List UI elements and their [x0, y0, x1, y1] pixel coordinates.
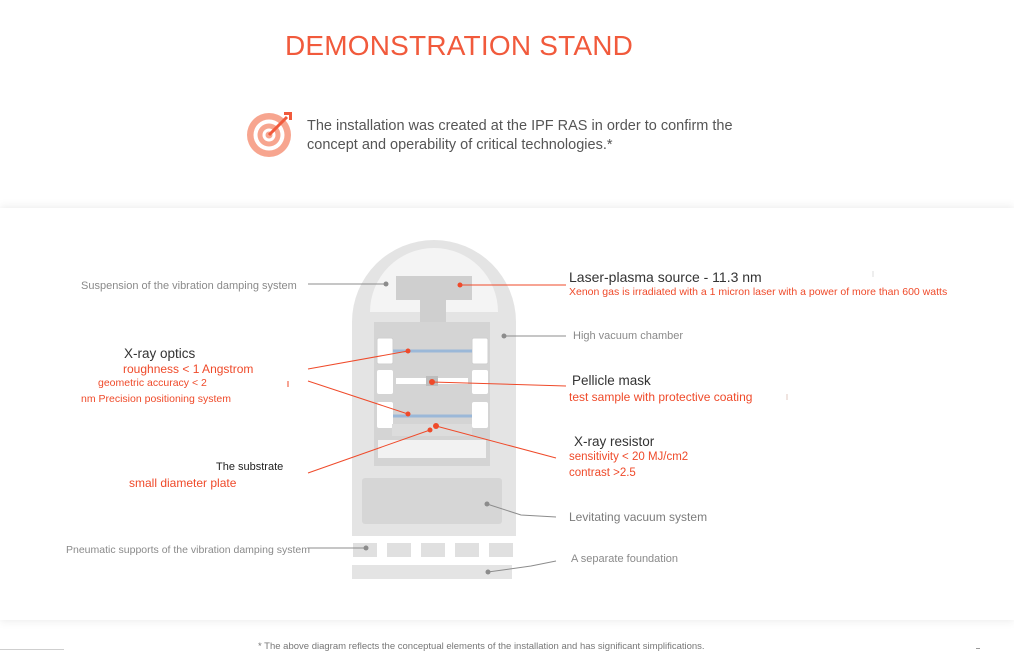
footer-dash — [976, 648, 980, 649]
label-substrate-title: The substrate — [216, 461, 284, 473]
intro-line-1: The installation was created at the IPF … — [307, 118, 733, 134]
label-vacuum-chamber: High vacuum chamber — [573, 330, 684, 342]
label-laser-title: Laser-plasma source - 11.3 nm — [569, 269, 762, 285]
mirror-holder-left-bottom — [377, 402, 393, 428]
laser-source-stem — [420, 300, 446, 324]
label-pellicle-desc: test sample with protective coating — [569, 390, 753, 404]
laser-source-block — [396, 276, 472, 300]
mask-holder-right — [472, 370, 488, 394]
label-resistor-title: X-ray resistor — [574, 434, 655, 449]
installation-diagram — [287, 240, 874, 579]
label-laser-desc: Xenon gas is irradiated with a 1 micron … — [569, 286, 948, 298]
intro-line-2: concept and operability of critical tech… — [307, 137, 613, 153]
support-4 — [455, 543, 479, 557]
substrate-stage — [378, 440, 486, 458]
intro-text: The installation was created at the IPF … — [307, 117, 777, 155]
mirror-holder-left-top — [376, 337, 394, 365]
label-xray-optics-roughness: roughness < 1 Angstrom — [123, 362, 254, 376]
levitating-block — [362, 478, 502, 524]
footnote: * The above diagram reflects the concept… — [258, 641, 705, 652]
mirror-holder-right-bottom — [472, 402, 488, 428]
label-levitating: Levitating vacuum system — [569, 510, 708, 524]
mirror-holder-right-top — [471, 337, 489, 365]
label-resistor-contrast: contrast >2.5 — [569, 467, 636, 479]
target-icon — [247, 112, 292, 157]
label-xray-optics-accuracy: geometric accuracy < 2 — [98, 377, 207, 389]
footer-panel — [240, 632, 960, 668]
support-3 — [421, 543, 445, 557]
support-2 — [387, 543, 411, 557]
footer-divider — [0, 649, 64, 650]
label-foundation: A separate foundation — [571, 553, 679, 565]
label-substrate-desc: small diameter plate — [129, 476, 237, 490]
page-title: DEMONSTRATION STAND — [284, 30, 634, 61]
label-pellicle-title: Pellicle mask — [572, 373, 651, 388]
label-xray-optics-positioning: nm Precision positioning system — [81, 393, 231, 405]
foundation-block — [352, 565, 512, 579]
mask-holder-left — [377, 370, 393, 394]
label-xray-optics-title: X-ray optics — [124, 346, 196, 361]
label-pneumatic-supports: Pneumatic supports of the vibration damp… — [66, 544, 310, 556]
header-section — [0, 0, 1014, 207]
label-resistor-sensitivity: sensitivity < 20 MJ/cm2 — [569, 451, 689, 463]
support-5 — [489, 543, 513, 557]
label-suspension: Suspension of the vibration damping syst… — [81, 280, 297, 292]
